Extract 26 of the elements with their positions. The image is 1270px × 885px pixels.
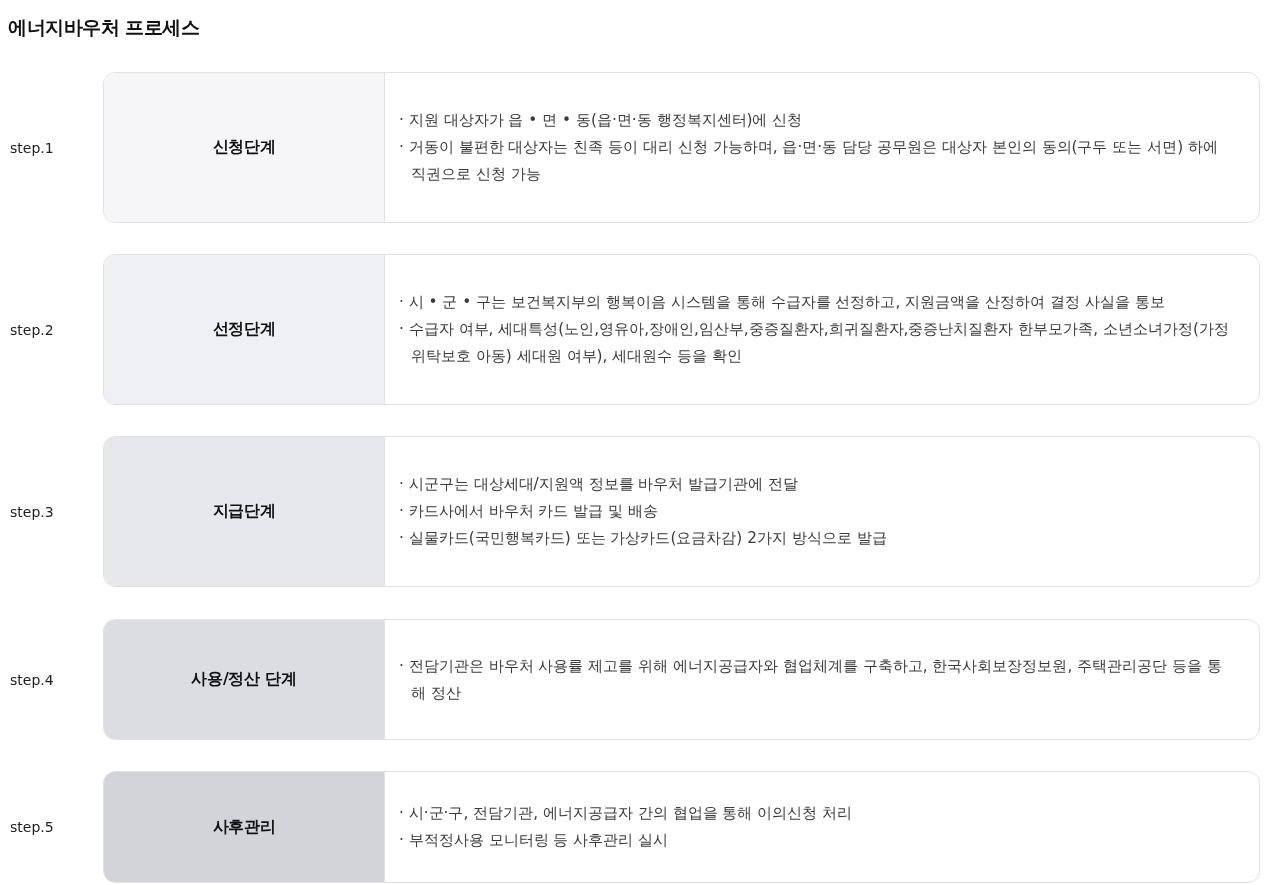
bullet-text: · 부적정사용 모니터링 등 사후관리 실시: [399, 830, 670, 851]
step-title: 사후관리: [212, 816, 276, 838]
step-card: [103, 619, 1260, 740]
step-label: step.5: [10, 819, 54, 835]
step-title: 신청단계: [212, 137, 276, 158]
bullet-text: · 카드사에서 바우처 카드 발급 및 배송: [399, 501, 660, 522]
step-label: step.1: [10, 139, 54, 156]
step-title: 지급단계: [212, 501, 276, 522]
bullet-text: · 지원 대상자가 읍 • 면 • 동(읍·면·동 행정복지센터)에 신청: [399, 110, 804, 131]
step-label: step.4: [10, 671, 54, 688]
step-card: [103, 72, 1260, 223]
bullet-text: · 거동이 불편한 대상자는 친족 등이 대리 신청 가능하며, 읍·면·동 담당 공무원은 대상자 본인의 동의(구두 또는 서면) 하에 직권으로 신청 가능: [399, 137, 1220, 185]
bullet-text: · 시군구는 대상세대/지원액 정보를 바우처 발급기관에 전달: [399, 474, 800, 495]
step-title: 선정단계: [212, 319, 276, 340]
bullet-text: · 시 • 군 • 구는 보건복지부의 행복이음 시스템을 통해 수급자를 선정하고, 지원금액을 산정하여 결정 사실을 통보: [399, 292, 1166, 313]
step-card: [103, 254, 1260, 405]
bullet-text: · 전담기관은 바우처 사용률 제고를 위해 에너지공급자와 협업체계를 구축하고, 한국사회보장정보원, 주택관리공단 등을 통해 정산: [399, 655, 1223, 704]
step-label: step.3: [10, 503, 54, 520]
bullet-text: · 수급자 여부, 세대특성(노인,영유아,장애인,임산부,중증질환자,희귀질환자,중증난치질환자 한부모가족, 소년소녀가정(가정위탁보호 아동) 세대원 여부), 세대원수 등을 확인: [399, 319, 1230, 367]
bullet-text: · 시·군·구, 전담기관, 에너지공급자 간의 협업을 통해 이의신청 처리: [399, 803, 854, 824]
step-card: [103, 436, 1260, 587]
title: 에너지바우처 프로세스: [8, 15, 200, 40]
step-card: [103, 771, 1260, 883]
bullet-text: · 실물카드(국민행복카드) 또는 가상카드(요금차감) 2가지 방식으로 발급: [399, 528, 888, 549]
step-title: 사용/정산 단계: [191, 669, 297, 690]
step-label: step.2: [10, 321, 54, 338]
